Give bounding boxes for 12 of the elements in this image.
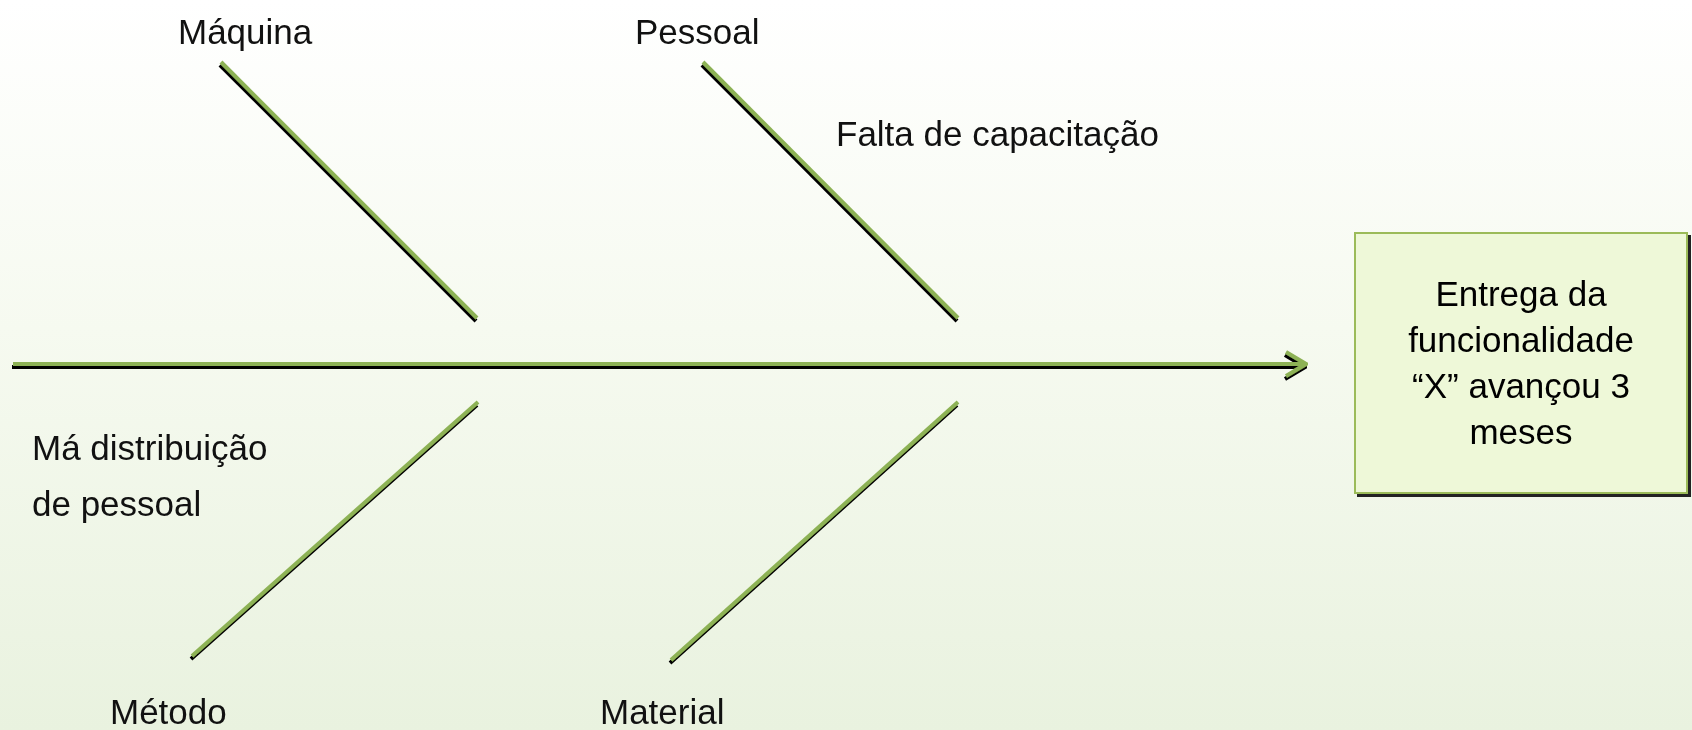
category-label: Pessoal [635, 10, 760, 54]
cause-label: Má distribuição de pessoal [32, 427, 269, 525]
category-label: Material [600, 690, 725, 730]
cause-label: Falta de capacitação [836, 113, 1159, 155]
fishbone-line [190, 400, 480, 658]
category-label: Máquina [178, 10, 313, 54]
fishbone-line [669, 400, 960, 662]
fishbone-line [219, 60, 479, 320]
category-label: Método [110, 690, 227, 730]
fishbone-line [701, 60, 960, 320]
effect-box: Entrega da funcionalidade “X” avançou 3 meses [1354, 232, 1688, 494]
spine-arrow [13, 350, 1308, 378]
